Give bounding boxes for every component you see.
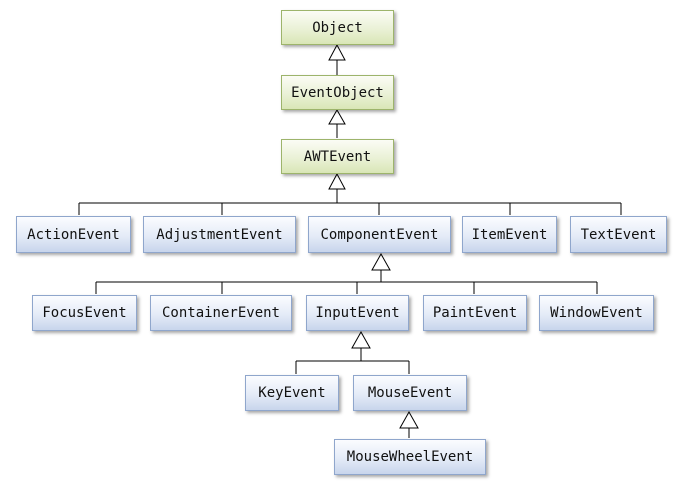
class-box-inputevent: InputEvent	[306, 295, 409, 331]
inheritance-arrow-inputevent	[351, 330, 371, 349]
class-label: ActionEvent	[27, 226, 120, 243]
inheritance-arrow-componentevent	[371, 252, 391, 271]
class-label: AWTEvent	[303, 148, 372, 165]
class-box-mouseevent: MouseEvent	[353, 375, 467, 411]
class-label: MouseEvent	[367, 385, 453, 401]
class-box-focusevent: FocusEvent	[32, 295, 137, 331]
class-label: MouseWheelEvent	[346, 449, 474, 465]
class-box-itemevent: ItemEvent	[462, 216, 557, 253]
class-label: WindowEvent	[550, 305, 643, 321]
class-box-awtevent: AWTEvent	[281, 139, 394, 174]
inheritance-arrow-mouseevent	[399, 410, 419, 429]
class-box-windowevent: WindowEvent	[539, 295, 654, 331]
class-box-object: Object	[281, 10, 394, 45]
class-label: FocusEvent	[42, 305, 127, 321]
class-label: TextEvent	[580, 226, 657, 243]
class-label: Object	[312, 19, 363, 36]
class-box-adjustmentevent: AdjustmentEvent	[143, 216, 296, 253]
inheritance-arrow-eventobject	[328, 108, 346, 125]
class-box-containerevent: ContainerEvent	[150, 295, 292, 331]
class-box-actionevent: ActionEvent	[16, 216, 131, 253]
class-label: AdjustmentEvent	[156, 226, 283, 243]
class-label: ComponentEvent	[320, 226, 439, 243]
inheritance-arrow-object	[328, 43, 346, 61]
class-box-componentevent: ComponentEvent	[308, 216, 451, 253]
class-box-paintevent: PaintEvent	[423, 295, 527, 331]
class-box-eventobject: EventObject	[281, 75, 394, 110]
inheritance-arrow-awtevent	[328, 172, 346, 190]
class-label: ItemEvent	[471, 226, 548, 243]
class-box-keyevent: KeyEvent	[245, 375, 339, 411]
class-label: EventObject	[291, 84, 384, 101]
class-label: InputEvent	[315, 305, 400, 321]
class-label: ContainerEvent	[161, 305, 280, 321]
class-label: PaintEvent	[432, 305, 518, 321]
class-box-mousewheelevent: MouseWheelEvent	[334, 439, 486, 475]
class-box-textevent: TextEvent	[570, 216, 667, 253]
class-label: KeyEvent	[258, 385, 326, 401]
